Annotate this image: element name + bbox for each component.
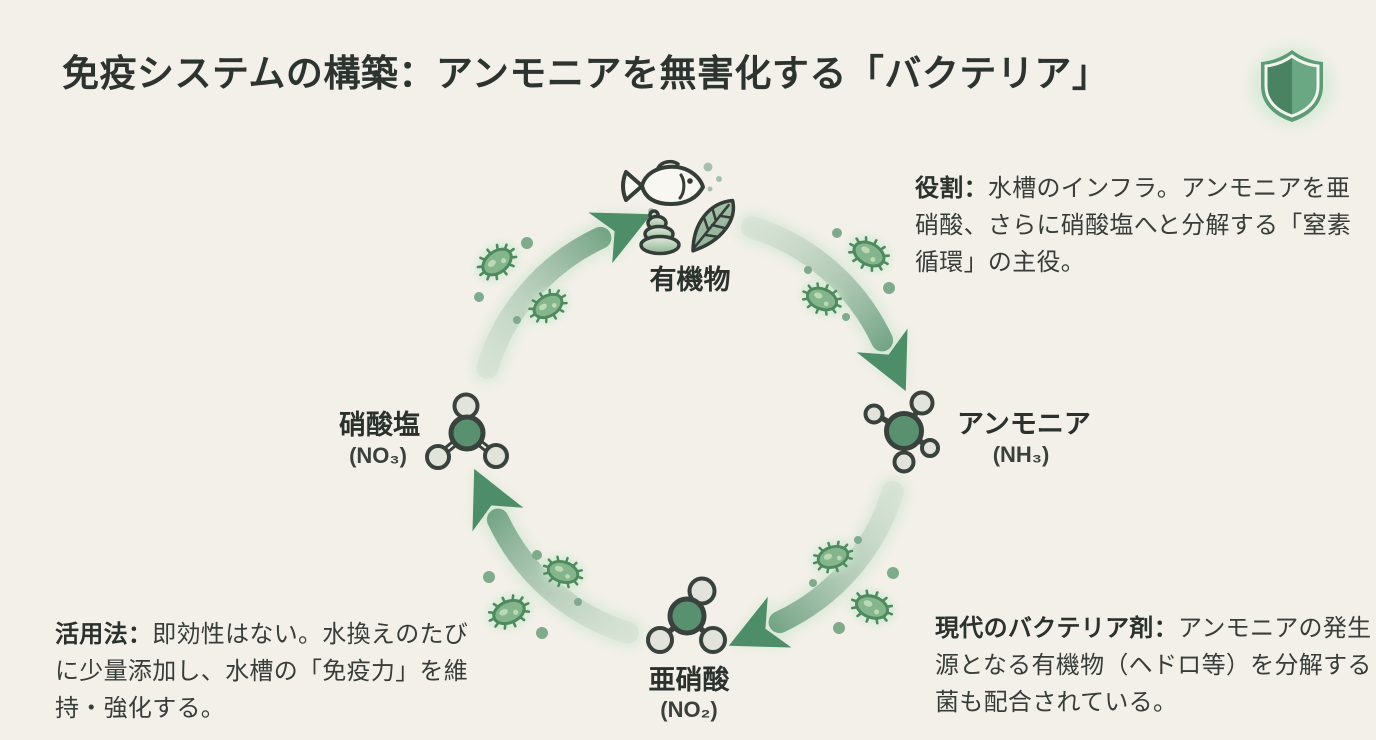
node-nitrate-label: 硝酸塩 xyxy=(339,410,420,440)
arrow-ammonia-to-nitrite xyxy=(728,481,904,648)
note-usage-lead: 活用法： xyxy=(55,621,153,648)
note-role-body: 水槽のインフラ。アンモニアを亜硝酸、さらに硝酸塩へと分解する「窒素循環」の主役。 xyxy=(915,175,1352,277)
node-ammonia: アンモニア (NH₃) xyxy=(863,390,1091,474)
bacteria-icon xyxy=(844,583,901,631)
leaf-icon xyxy=(691,198,736,253)
node-nitrite-formula: (NO₂) xyxy=(660,697,717,722)
note-role-lead: 役割： xyxy=(915,175,988,202)
molecule-nh3-icon xyxy=(863,390,940,474)
note-modern-body: アンモニアの発生源となる有機物（ヘドロ等）を分解する菌も配合されている。 xyxy=(935,615,1372,717)
node-organic: 有機物 xyxy=(621,159,736,295)
shield-icon xyxy=(1250,46,1334,126)
arrow-organic-to-ammonia xyxy=(741,216,908,392)
note-usage-body: 即効性はない。水換えのたびに少量添加し、水槽の「免疫力」を維持・強化する。 xyxy=(55,621,469,723)
node-nitrite-label: 亜硝酸 xyxy=(649,665,731,695)
fish-icon xyxy=(621,159,705,206)
arrow-nitrite-to-nitrate xyxy=(472,468,639,644)
note-usage: 活用法：即効性はない。水換えのたびに少量添加し、水槽の「免疫力」を維持・強化する… xyxy=(55,616,490,728)
bacteria-icon xyxy=(468,234,527,290)
waste-icon xyxy=(639,209,681,256)
node-nitrate: 硝酸塩 (NO₃) xyxy=(339,392,509,470)
dot-particles xyxy=(474,162,899,639)
node-nitrate-formula: (NO₃) xyxy=(349,443,407,468)
node-organic-label: 有機物 xyxy=(650,265,731,295)
node-ammonia-label: アンモニア xyxy=(957,409,1091,439)
node-nitrite: 亜硝酸 (NO₂) xyxy=(646,576,731,722)
arrow-nitrate-to-organic xyxy=(476,212,652,379)
page-title: 免疫システムの構築：アンモニアを無害化する「バクテリア」 xyxy=(62,53,1110,94)
note-modern: 現代のバクテリア剤：アンモニアの発生源となる有機物（ヘドロ等）を分解する菌も配合… xyxy=(935,610,1375,722)
molecule-no3-icon xyxy=(425,392,509,470)
note-modern-lead: 現代のバクテリア剤： xyxy=(935,615,1178,642)
node-ammonia-formula: (NH₃) xyxy=(993,442,1050,467)
molecule-no2-icon xyxy=(646,576,727,654)
note-role: 役割：水槽のインフラ。アンモニアを亜硝酸、さらに硝酸塩へと分解する「窒素循環」の… xyxy=(915,170,1367,282)
